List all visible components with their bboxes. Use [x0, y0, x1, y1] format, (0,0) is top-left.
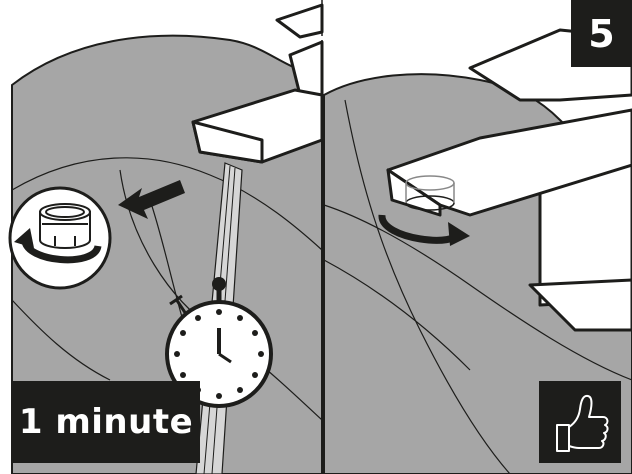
basin-contour-6: [344, 99, 511, 474]
left-panel: [8, 3, 324, 474]
arrow-left-icon: [118, 180, 185, 219]
basin-contour-5: [323, 204, 632, 381]
faucet-right: [386, 28, 632, 332]
basin-contour-4: [11, 299, 111, 381]
step-number: 5: [571, 0, 632, 67]
aerator-detail: [8, 186, 112, 290]
basin-contour-1: [11, 157, 323, 251]
counterclockwise-arrow-icon: [14, 228, 102, 264]
thumbs-up-icon: [556, 394, 609, 452]
aerator-part: [39, 203, 91, 249]
stopwatch-icon: [165, 277, 273, 408]
clockwise-arrow-icon: [378, 214, 470, 246]
basin-contour-7: [323, 259, 471, 371]
aerator-part-refit: [405, 175, 455, 211]
duration-label: 1 minute: [12, 381, 200, 463]
right-panel: [323, 28, 632, 474]
approve-badge: [539, 381, 621, 463]
